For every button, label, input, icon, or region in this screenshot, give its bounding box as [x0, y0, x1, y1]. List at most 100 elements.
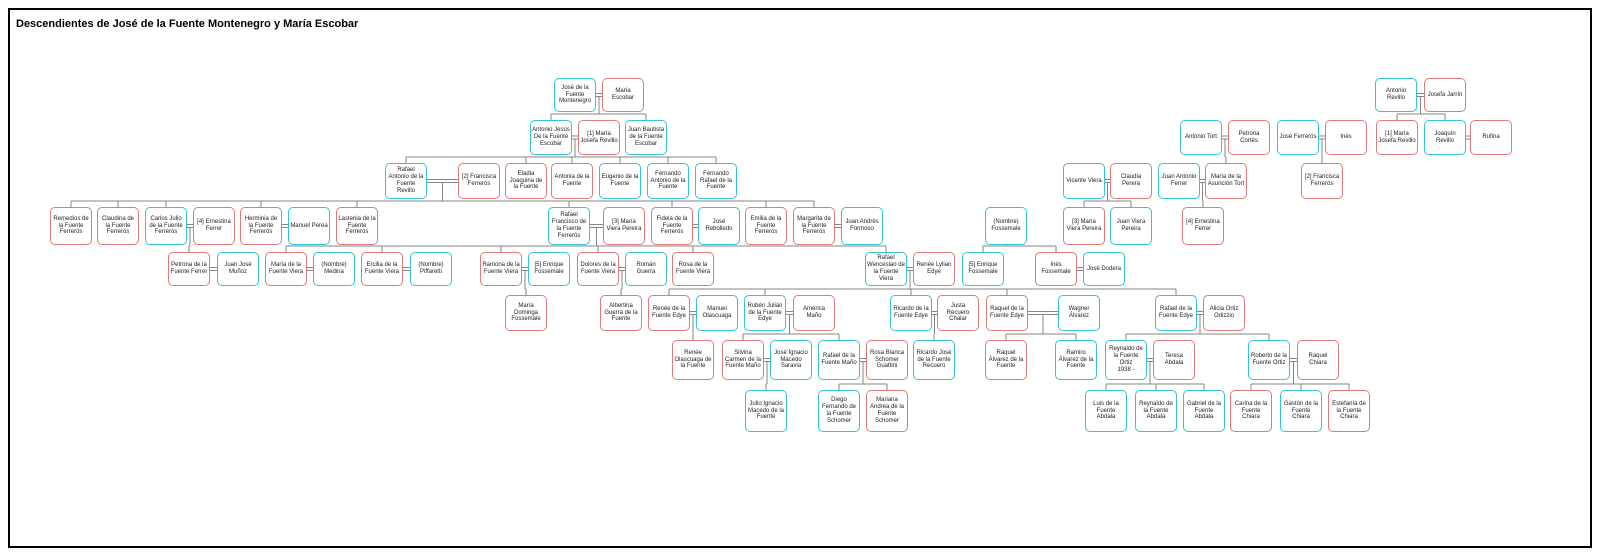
- person-node[interactable]: Petrona de la Fuente Ferrer: [168, 252, 210, 286]
- person-node[interactable]: Reynaldo de la Fuente Abdala: [1135, 390, 1177, 432]
- chart-frame: [8, 8, 1592, 548]
- person-node[interactable]: Carina de la Fuente Chiara: [1230, 390, 1272, 432]
- person-node[interactable]: [2] Francisca Ferrerós: [458, 163, 500, 199]
- person-node[interactable]: Dolores de la Fuente Viera: [577, 252, 619, 286]
- person-node[interactable]: Rafael Antonio de la Fuente Revillo: [385, 163, 427, 199]
- person-node[interactable]: Julio Ignacio Macedo de la Fuente: [745, 390, 787, 432]
- person-name: Ramona de la Fuente Viera: [482, 262, 520, 275]
- person-node[interactable]: Ricardo José de la Fuente Recuero: [913, 340, 955, 380]
- person-node[interactable]: José Ignacio Macedo Saravia: [770, 340, 812, 380]
- person-node[interactable]: [3] María Viera Pereira: [603, 207, 645, 245]
- person-node[interactable]: Manuel Olascuaga: [696, 295, 738, 331]
- person-node[interactable]: [5] Enrique Fossemale: [528, 252, 570, 286]
- person-node[interactable]: Juan José Muñoz: [217, 252, 259, 286]
- person-node[interactable]: Fernando Rafael de la Fuente: [695, 163, 737, 199]
- person-name: Teresa Abdala: [1164, 353, 1184, 366]
- person-name: Renée Olascuaga de la Fuente: [674, 349, 712, 370]
- person-node[interactable]: Petrona Cortés: [1228, 120, 1270, 155]
- person-node[interactable]: Vicente Viera: [1063, 163, 1105, 199]
- person-node[interactable]: Emilia de la Fuente Ferrerós: [745, 207, 787, 245]
- person-node[interactable]: Roberto de la Fuente Ortiz: [1248, 340, 1290, 380]
- person-node[interactable]: Renée de la Fuente Edye: [648, 295, 690, 331]
- person-node[interactable]: María Dominga Fossemale: [505, 295, 547, 331]
- person-node[interactable]: Fidela de la Fuente Ferrerós: [651, 207, 693, 245]
- person-node[interactable]: Claudia Perera: [1110, 163, 1152, 199]
- person-node[interactable]: [5] Enrique Fossemale: [962, 252, 1004, 286]
- person-node[interactable]: [4] Ernestina Ferrer: [193, 207, 235, 245]
- person-node[interactable]: América Maño: [793, 295, 835, 331]
- person-node[interactable]: Teresa Abdala: [1153, 340, 1195, 380]
- person-node[interactable]: Antonio Tort: [1180, 120, 1222, 155]
- person-node[interactable]: Renée Olascuaga de la Fuente: [672, 340, 714, 380]
- person-node[interactable]: Raquel Álvarez de la Fuente: [985, 340, 1027, 380]
- person-node[interactable]: Raquel de la Fuente Edye: [986, 295, 1028, 331]
- person-node[interactable]: Silvina Carmen de la Fuente Maño: [722, 340, 764, 380]
- person-node[interactable]: Rosa Blanca Schomer Guattini: [866, 340, 908, 380]
- person-node[interactable]: Ramiro Álvarez de la Fuente: [1055, 340, 1097, 380]
- person-node[interactable]: Wagner Álvarez: [1058, 295, 1100, 331]
- person-node[interactable]: Claudina de la Fuente Ferrerós: [97, 207, 139, 245]
- person-node[interactable]: Gabriel de la Fuente Abdala: [1183, 390, 1225, 432]
- person-node[interactable]: Ricardo de la Fuente Edye: [890, 295, 932, 331]
- person-node[interactable]: Herminia de la Fuente Ferrerós: [240, 207, 282, 245]
- person-node[interactable]: José de la Fuente Montenegro: [554, 78, 596, 112]
- person-node[interactable]: Estefanía de la Fuente Chiara: [1328, 390, 1370, 432]
- person-node[interactable]: Joaquín Revillo: [1424, 120, 1466, 155]
- person-node[interactable]: Rosa de la Fuente Viera: [672, 252, 714, 286]
- person-node[interactable]: Gastón de la Fuente Chiara: [1280, 390, 1322, 432]
- person-node[interactable]: Rafael de la Fuente Maño: [818, 340, 860, 380]
- person-node[interactable]: [3] María Viera Pereira: [1063, 207, 1105, 245]
- person-node[interactable]: Raquel Chiara: [1297, 340, 1339, 380]
- person-name: [1] María Josefa Revillo: [1378, 130, 1416, 144]
- person-node[interactable]: (Nombre) Medina: [313, 252, 355, 286]
- person-node[interactable]: María Escobar: [602, 78, 644, 112]
- person-node[interactable]: Justa Recuero Chalar: [937, 295, 979, 331]
- person-node[interactable]: Rafael Francisco de la Fuente Ferrerós: [548, 207, 590, 245]
- person-node[interactable]: [1] María Josefa Revillo: [1376, 120, 1418, 155]
- person-node[interactable]: José Rebolledo: [698, 207, 740, 245]
- person-node[interactable]: Antonio Jesús De la Fuente Escobar: [530, 120, 572, 155]
- person-node[interactable]: Eladia Joaquina de la Fuente: [505, 163, 547, 199]
- person-node[interactable]: Juan Viera Pereira: [1110, 207, 1152, 245]
- person-node[interactable]: Carlos Julio de la Fuente Ferrerós: [145, 207, 187, 245]
- person-node[interactable]: Antonio Revillo: [1375, 78, 1417, 112]
- person-node[interactable]: Renée Lylian Edye: [913, 252, 955, 286]
- person-node[interactable]: Antonia de la Fuente: [551, 163, 593, 199]
- person-node[interactable]: (Nombre) Piffaretti: [410, 252, 452, 286]
- person-node[interactable]: Juan Andrés Formoso: [841, 207, 883, 245]
- person-node[interactable]: Ercilia de la Fuente Viera: [361, 252, 403, 286]
- person-node[interactable]: Luis de la Fuente Abdala: [1085, 390, 1127, 432]
- person-node[interactable]: [2] Francisca Ferrerós: [1301, 163, 1343, 199]
- person-node[interactable]: Inés Fossemale: [1035, 252, 1077, 286]
- person-node[interactable]: Juan Antonio Ferrer: [1158, 163, 1200, 199]
- person-node[interactable]: Mariana Andrea de la Fuente Schomer: [866, 390, 908, 432]
- person-name: Vicente Viera: [1066, 177, 1102, 184]
- person-node[interactable]: Alicia Ortiz Odizzio: [1203, 295, 1245, 331]
- person-node[interactable]: Rafael de la Fuente Edye: [1155, 295, 1197, 331]
- person-node[interactable]: Juan Bautista de la Fuente Escobar: [625, 120, 667, 155]
- person-node[interactable]: [1] María Josefa Revillo: [578, 120, 620, 155]
- person-node[interactable]: María de la Asunción Tort: [1205, 163, 1247, 199]
- person-node[interactable]: Margarita de la Fuente Ferrerós: [793, 207, 835, 245]
- person-node[interactable]: Manuel Perea: [288, 207, 330, 245]
- person-node[interactable]: Fernando Antonio de la Fuente: [647, 163, 689, 199]
- person-node[interactable]: Diego Fernando de la Fuente Schomer: [818, 390, 860, 432]
- person-node[interactable]: Rubén Julián de la Fuente Edye: [744, 295, 786, 331]
- person-node[interactable]: María de la Fuente Viera: [265, 252, 307, 286]
- person-node[interactable]: Román Guerra: [625, 252, 667, 286]
- person-node[interactable]: Rafael Wenceslao de la Fuente Viera: [865, 252, 907, 286]
- person-node[interactable]: José Dodera: [1083, 252, 1125, 286]
- person-node[interactable]: Ramona de la Fuente Viera: [480, 252, 522, 286]
- person-node[interactable]: [4] Ernestina Ferrer: [1182, 207, 1224, 245]
- person-node[interactable]: Eugenio de la Fuente: [599, 163, 641, 199]
- person-node[interactable]: (Nombre) Fossemale: [985, 207, 1027, 245]
- person-node[interactable]: Remedios de la Fuente Ferrerós: [50, 207, 92, 245]
- person-node[interactable]: Inés: [1325, 120, 1367, 155]
- person-node[interactable]: José Ferrerós: [1277, 120, 1319, 155]
- person-node[interactable]: Lastenia de la Fuente Ferrerós: [336, 207, 378, 245]
- person-node[interactable]: Rufina: [1470, 120, 1512, 155]
- person-name: Emilia de la Fuente Ferrerós: [750, 215, 782, 236]
- person-node[interactable]: Josefa Jarrín: [1424, 78, 1466, 112]
- person-node[interactable]: Albertina Guerra de la Fuente: [600, 295, 642, 331]
